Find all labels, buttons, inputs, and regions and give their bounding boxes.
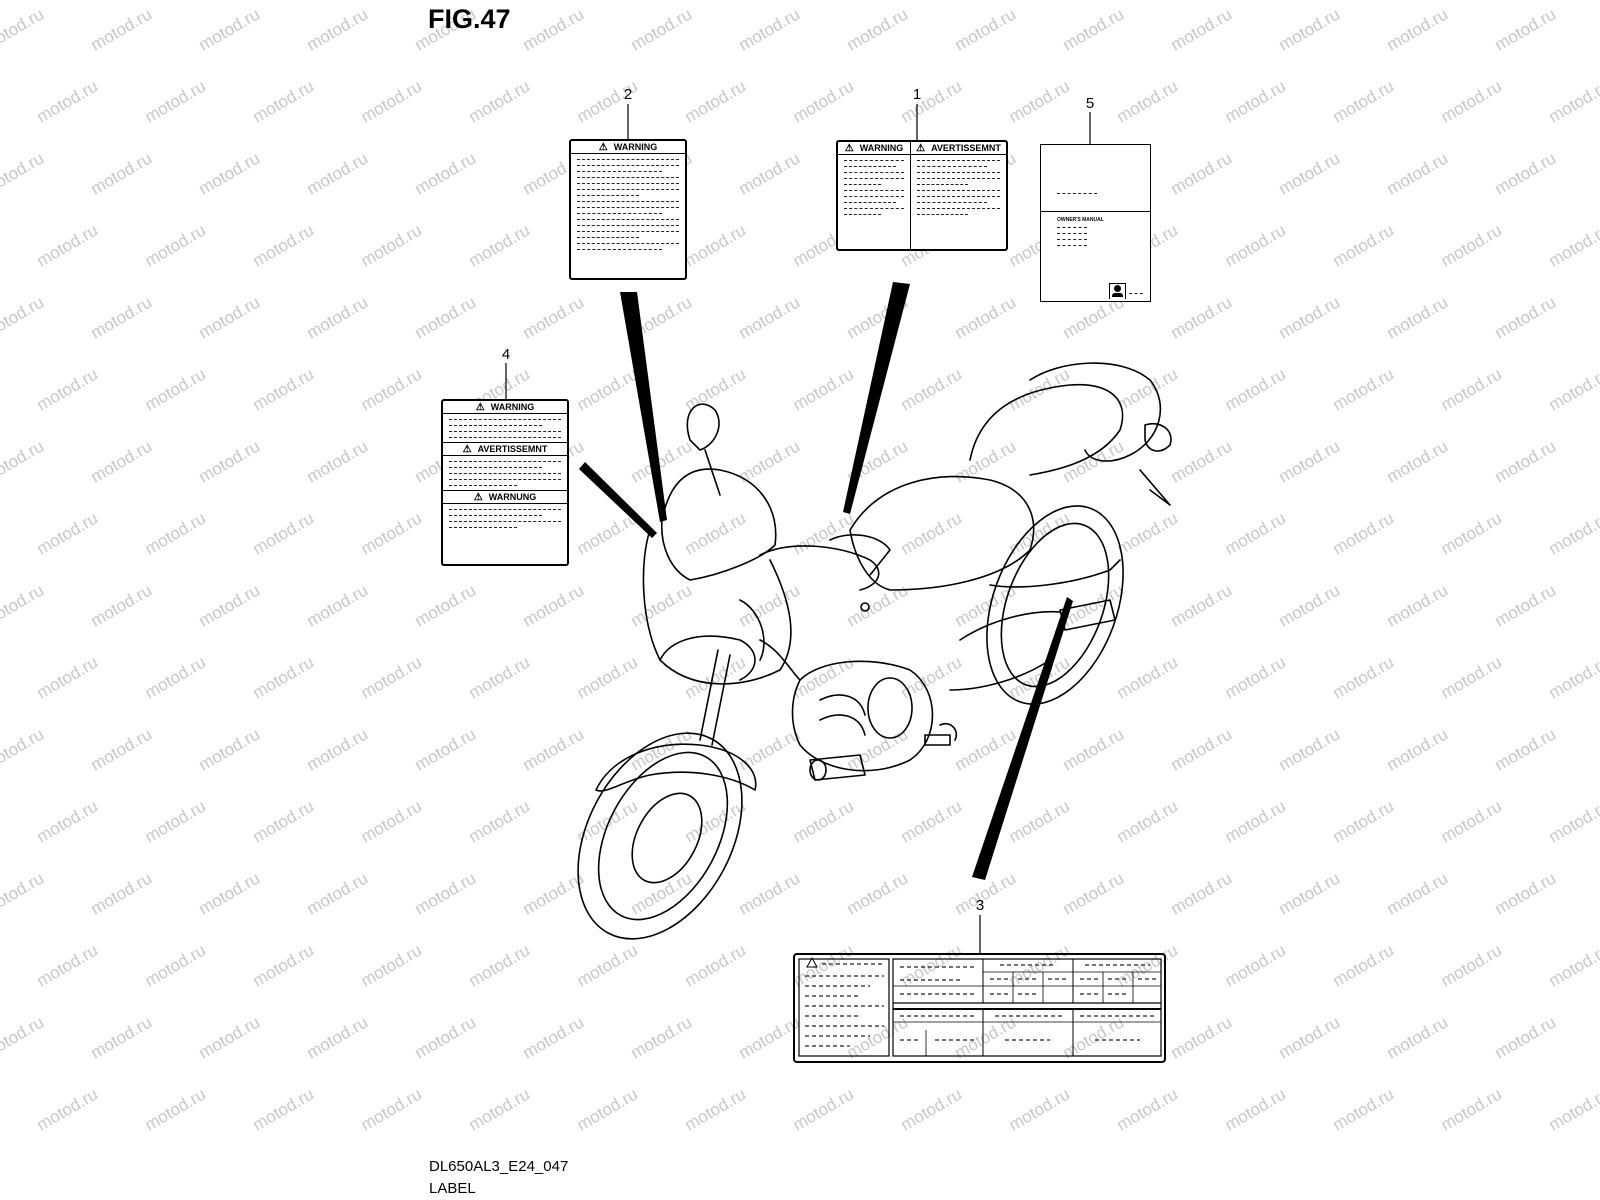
leader-1 bbox=[843, 282, 910, 514]
label-4-header-2: ⚠AVERTISSEMNT bbox=[443, 443, 567, 456]
callout-4: 4 bbox=[501, 346, 511, 363]
rear-wheel bbox=[986, 505, 1124, 705]
label-1-right-header: ⚠AVERTISSEMNT bbox=[911, 142, 1006, 155]
figure-title: FIG.47 bbox=[428, 4, 511, 34]
leader-2 bbox=[620, 292, 667, 522]
warning-triangle-icon: ⚠ bbox=[916, 143, 926, 154]
callout-leads bbox=[505, 104, 1091, 955]
warning-triangle-icon: ⚠ bbox=[844, 143, 854, 154]
label-5-owners-manual: OWNER'S MANUAL bbox=[1040, 144, 1151, 302]
model-code: DL650AL3_E24_047 bbox=[429, 1158, 569, 1175]
callout-3: 3 bbox=[975, 897, 985, 914]
manual-title: OWNER'S MANUAL bbox=[1057, 217, 1104, 223]
label-4-header-3: ⚠WARNUNG bbox=[443, 491, 567, 504]
label-4-header-1: ⚠WARNING bbox=[443, 401, 567, 414]
warning-triangle-icon bbox=[806, 956, 818, 968]
label-3-text-lines bbox=[805, 963, 1156, 1047]
leader-lines bbox=[579, 282, 1073, 880]
leader-3 bbox=[972, 597, 1073, 880]
callout-1: 1 bbox=[912, 86, 922, 103]
owners-manual-icon bbox=[1109, 283, 1126, 299]
label-4-multilingual-warning: ⚠WARNING ⚠AVERTISSEMNT ⚠WARNUNG bbox=[441, 399, 569, 566]
section-title: LABEL bbox=[429, 1180, 476, 1197]
label-2-header: ⚠WARNING bbox=[571, 141, 685, 154]
callout-2: 2 bbox=[623, 86, 633, 103]
label-2-warning: ⚠WARNING bbox=[569, 139, 687, 280]
label-1-warning-avertissement: ⚠WARNING ⚠AVERTISSEMNT bbox=[836, 140, 1008, 251]
leader-4 bbox=[579, 462, 657, 538]
warning-triangle-icon: ⚠ bbox=[598, 142, 608, 153]
label-3-table bbox=[793, 953, 1166, 1063]
warning-triangle-icon: ⚠ bbox=[473, 492, 483, 503]
warning-triangle-icon: ⚠ bbox=[475, 402, 485, 413]
callout-5: 5 bbox=[1085, 95, 1095, 112]
warning-triangle-icon: ⚠ bbox=[462, 444, 472, 455]
front-wheel bbox=[577, 732, 743, 940]
label-1-left-header: ⚠WARNING bbox=[838, 142, 910, 155]
